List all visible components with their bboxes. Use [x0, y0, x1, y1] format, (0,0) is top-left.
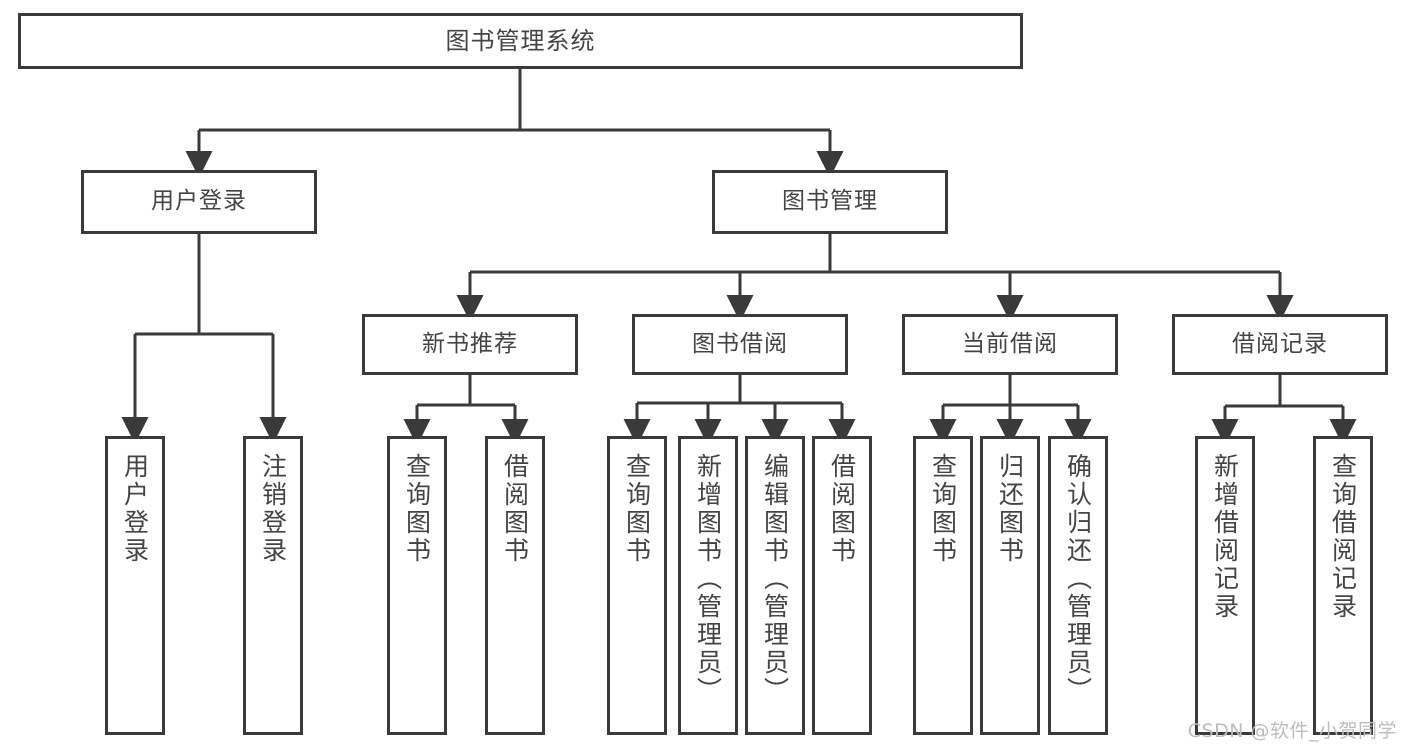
- node-new-book-rec[interactable]: 新书推荐: [362, 314, 578, 375]
- node-leaf-query-record-label: 查询借阅记录: [1328, 453, 1358, 621]
- node-leaf-add-record[interactable]: 新增借阅记录: [1195, 436, 1255, 735]
- node-leaf-logout-label: 注销登录: [258, 453, 288, 565]
- node-leaf-query-book-1[interactable]: 查询图书: [387, 436, 447, 735]
- node-leaf-add-book[interactable]: 新增图书（管理员）: [678, 436, 738, 735]
- node-leaf-edit-book-label: 编辑图书（管理员）: [760, 453, 790, 705]
- node-leaf-query-book-2[interactable]: 查询图书: [607, 436, 667, 735]
- watermark: CSDN @软件_小贺同学: [1187, 720, 1397, 742]
- node-leaf-return-book-label: 归还图书: [995, 453, 1025, 565]
- node-leaf-query-book-1-label: 查询图书: [402, 453, 432, 565]
- node-book-borrow[interactable]: 图书借阅: [632, 314, 848, 375]
- node-leaf-confirm-return[interactable]: 确认归还（管理员）: [1048, 436, 1108, 735]
- node-borrow-record-label: 借阅记录: [1232, 330, 1328, 357]
- node-leaf-query-book-3-label: 查询图书: [928, 453, 958, 565]
- node-leaf-query-record[interactable]: 查询借阅记录: [1313, 436, 1373, 735]
- node-leaf-return-book[interactable]: 归还图书: [980, 436, 1040, 735]
- node-leaf-logout[interactable]: 注销登录: [243, 436, 303, 735]
- node-leaf-add-record-label: 新增借阅记录: [1210, 453, 1240, 621]
- node-leaf-query-book-2-label: 查询图书: [622, 453, 652, 565]
- node-user-login-label: 用户登录: [151, 188, 247, 215]
- node-leaf-borrow-book-1[interactable]: 借阅图书: [485, 436, 545, 735]
- node-current-borrow[interactable]: 当前借阅: [902, 314, 1118, 375]
- node-borrow-record[interactable]: 借阅记录: [1172, 314, 1388, 375]
- node-leaf-borrow-book-1-label: 借阅图书: [500, 453, 530, 565]
- node-leaf-user-login-label: 用户登录: [120, 453, 150, 565]
- node-leaf-confirm-return-label: 确认归还（管理员）: [1063, 453, 1093, 705]
- node-root-label: 图书管理系统: [445, 26, 596, 55]
- node-leaf-edit-book[interactable]: 编辑图书（管理员）: [745, 436, 805, 735]
- node-user-login[interactable]: 用户登录: [81, 170, 317, 234]
- node-leaf-query-book-3[interactable]: 查询图书: [913, 436, 973, 735]
- node-leaf-borrow-book-2[interactable]: 借阅图书: [812, 436, 872, 735]
- node-leaf-user-login[interactable]: 用户登录: [105, 436, 165, 735]
- node-new-book-rec-label: 新书推荐: [422, 330, 518, 357]
- node-book-manage-label: 图书管理: [782, 188, 878, 215]
- node-leaf-add-book-label: 新增图书（管理员）: [693, 453, 723, 705]
- node-root[interactable]: 图书管理系统: [18, 13, 1023, 69]
- node-book-borrow-label: 图书借阅: [692, 330, 788, 357]
- node-current-borrow-label: 当前借阅: [962, 330, 1058, 357]
- node-leaf-borrow-book-2-label: 借阅图书: [827, 453, 857, 565]
- node-book-manage[interactable]: 图书管理: [712, 170, 948, 234]
